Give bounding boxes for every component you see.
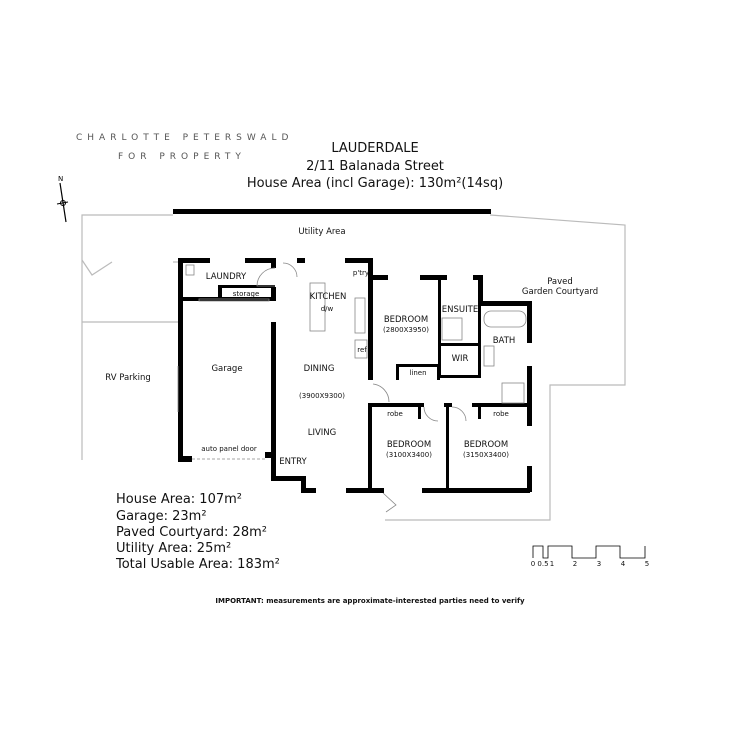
dishwasher-label: d/w bbox=[321, 305, 334, 313]
scale-tick: 4 bbox=[621, 560, 626, 568]
pantry-label: p'try bbox=[353, 269, 369, 277]
scale-tick: 0.5 bbox=[537, 560, 548, 568]
area-utility: Utility Area: 25m² bbox=[116, 541, 231, 556]
dining-dims: (3900X9300) bbox=[299, 392, 345, 400]
north-arrow-icon: N bbox=[56, 175, 69, 223]
brand-line-2: FOR PROPERTY bbox=[118, 152, 246, 162]
courtyard-label-1: Paved bbox=[547, 277, 573, 287]
area-garage: Garage: 23m² bbox=[116, 509, 207, 524]
bedroom-3-dims: (3150X3400) bbox=[463, 451, 509, 459]
bedroom-3-label: BEDROOM bbox=[464, 440, 508, 450]
scale-tick: 5 bbox=[645, 560, 649, 568]
area-summary: House Area: 107m² Garage: 23m² Paved Cou… bbox=[115, 492, 280, 572]
garage-door-label: auto panel door bbox=[201, 445, 257, 453]
ensuite-label: ENSUITE bbox=[442, 305, 478, 315]
kitchen-label: KITCHEN bbox=[310, 292, 347, 302]
fridge-label: ref bbox=[357, 346, 367, 354]
area-total: Total Usable Area: 183m² bbox=[115, 557, 280, 572]
dining-label: DINING bbox=[304, 364, 335, 374]
bedroom-1-dims: (2800X3950) bbox=[383, 326, 429, 334]
storage-label: storage bbox=[233, 290, 260, 298]
brand-line-1: CHARLOTTE PETERSWALD bbox=[76, 133, 293, 143]
scale-tick: 3 bbox=[597, 560, 601, 568]
bedroom-2-label: BEDROOM bbox=[387, 440, 431, 450]
area-courtyard: Paved Courtyard: 28m² bbox=[116, 525, 267, 540]
courtyard-label-2: Garden Courtyard bbox=[522, 287, 598, 297]
suburb-title: LAUDERDALE bbox=[331, 141, 418, 156]
wir-label: WIR bbox=[452, 354, 469, 364]
walls bbox=[178, 258, 532, 493]
site-outline bbox=[81, 214, 626, 521]
scale-tick: 0 bbox=[531, 560, 535, 568]
scale-bar: 0 0.5 1 2 3 4 5 bbox=[531, 545, 649, 568]
robe-label-1: robe bbox=[387, 410, 403, 418]
address: 2/11 Balanada Street bbox=[306, 159, 444, 174]
garage-label: Garage bbox=[211, 364, 242, 374]
utility-area-label: Utility Area bbox=[298, 227, 345, 237]
scale-tick: 2 bbox=[573, 560, 577, 568]
living-label: LIVING bbox=[308, 428, 337, 438]
bedroom-2-dims: (3100X3400) bbox=[386, 451, 432, 459]
bedroom-1-label: BEDROOM bbox=[384, 315, 428, 325]
area-house: House Area: 107m² bbox=[116, 492, 242, 507]
laundry-label: LAUNDRY bbox=[206, 272, 247, 282]
robe-label-2: robe bbox=[493, 410, 509, 418]
disclaimer: IMPORTANT: measurements are approximate-… bbox=[215, 597, 525, 605]
bath-label: BATH bbox=[493, 336, 516, 346]
entry-label: ENTRY bbox=[279, 457, 307, 467]
scale-tick: 1 bbox=[550, 560, 554, 568]
north-label: N bbox=[58, 175, 63, 183]
boundary-wall bbox=[173, 209, 491, 214]
linen-label: linen bbox=[409, 369, 426, 377]
house-area-heading: House Area (incl Garage): 130m²(14sq) bbox=[247, 176, 503, 191]
fixtures bbox=[177, 262, 527, 513]
rv-parking-label: RV Parking bbox=[105, 373, 150, 383]
